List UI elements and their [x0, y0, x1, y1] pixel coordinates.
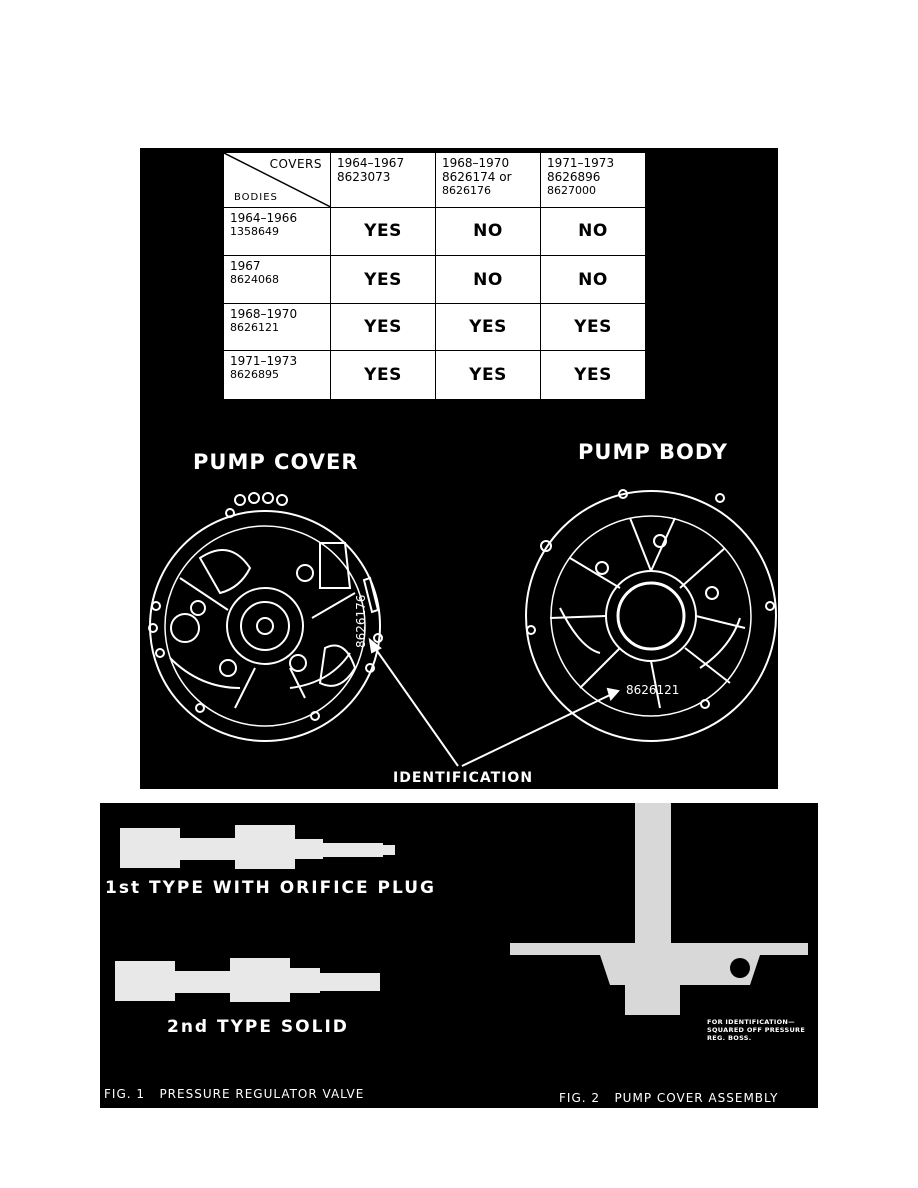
pump-body-illustration	[525, 489, 777, 742]
table-row: 1967 8624068 YES NO NO	[223, 255, 646, 304]
pump-body-label: PUMP BODY	[578, 440, 729, 464]
row-header: 1967 8624068	[223, 255, 331, 304]
first-type-valve-illustration	[120, 825, 395, 869]
column-years: 1964–1967	[337, 156, 405, 170]
bodies-header: BODIES	[234, 191, 278, 203]
table-cell: YES	[330, 350, 436, 400]
column-years: 1968–1970	[442, 156, 510, 170]
fig2-caption: FIG. 2 PUMP COVER ASSEMBLY	[559, 1091, 779, 1105]
table-cell: NO	[435, 206, 541, 257]
column-years: 1971–1973	[547, 156, 615, 170]
pump-drawing: 8626176 8626121	[148, 489, 777, 767]
note-line: REG. BOSS.	[707, 1034, 752, 1042]
row-part: 8626895	[230, 368, 279, 382]
table-cell: NO	[435, 255, 541, 304]
table-cell: YES	[435, 302, 541, 352]
pump-cover-assembly-illustration	[510, 803, 808, 1015]
covers-header: COVERS	[269, 157, 322, 171]
figures-drawing	[115, 803, 808, 1015]
column-part: 8626896	[547, 170, 601, 184]
first-type-label: 1st TYPE WITH ORIFICE PLUG	[105, 878, 436, 898]
row-years: 1967	[230, 259, 261, 274]
fig1-caption: FIG. 1 PRESSURE REGULATOR VALVE	[104, 1087, 365, 1101]
second-type-label: 2nd TYPE SOLID	[167, 1017, 349, 1037]
column-part: 8623073	[337, 170, 391, 184]
valve-figures-panel: 1st TYPE WITH ORIFICE PLUG 2nd TYPE SOLI…	[100, 803, 818, 1108]
row-header: 1964–1966 1358649	[223, 206, 331, 257]
column-header: 1964–1967 8623073	[330, 152, 436, 208]
column-part: 8627000	[547, 184, 596, 197]
diagonal-divider	[224, 153, 330, 207]
column-header: 1968–1970 8626174 or 8626176	[435, 152, 541, 208]
note-line: FOR IDENTIFICATION—	[707, 1018, 795, 1026]
table-row: 1964–1966 1358649 YES NO NO	[223, 206, 646, 257]
identification-arrows	[368, 637, 620, 767]
table-cell: YES	[435, 350, 541, 400]
table-cell: NO	[540, 206, 646, 257]
table-cell: YES	[330, 255, 436, 304]
pump-diagram-panel: COVERS BODIES 1964–1967 8623073 1968–197…	[140, 148, 778, 789]
row-part: 8624068	[230, 273, 279, 287]
body-id-number: 8626121	[626, 683, 679, 697]
second-type-valve-illustration	[115, 958, 380, 1002]
pump-cover-illustration	[148, 492, 383, 742]
row-part: 8626121	[230, 320, 279, 334]
cover-id-number: 8626176	[354, 595, 368, 648]
identification-label: IDENTIFICATION	[393, 770, 534, 786]
table-cell: YES	[330, 302, 436, 352]
column-part: 8626176	[442, 184, 491, 197]
column-header: 1971–1973 8626896 8627000	[540, 152, 646, 208]
table-header-row: COVERS BODIES 1964–1967 8623073 1968–197…	[223, 152, 646, 208]
row-years: 1971–1973	[230, 354, 298, 369]
note-line: SQUARED OFF PRESSURE	[707, 1026, 806, 1034]
table-cell: YES	[540, 350, 646, 400]
compatibility-table: COVERS BODIES 1964–1967 8623073 1968–197…	[223, 152, 646, 400]
table-row: 1971–1973 8626895 YES YES YES	[223, 350, 646, 400]
row-years: 1964–1966	[230, 210, 298, 225]
pressure-boss-hole	[730, 958, 750, 978]
table-cell: NO	[540, 255, 646, 304]
table-row: 1968–1970 8626121 YES YES YES	[223, 302, 646, 352]
table-corner-cell: COVERS BODIES	[223, 152, 331, 208]
column-part: 8626174 or	[442, 170, 512, 184]
row-years: 1968–1970	[230, 306, 298, 321]
row-part: 1358649	[230, 224, 279, 238]
identification-note: FOR IDENTIFICATION— SQUARED OFF PRESSURE…	[707, 1018, 805, 1042]
pump-cover-label: PUMP COVER	[193, 450, 359, 474]
row-header: 1971–1973 8626895	[223, 350, 331, 400]
